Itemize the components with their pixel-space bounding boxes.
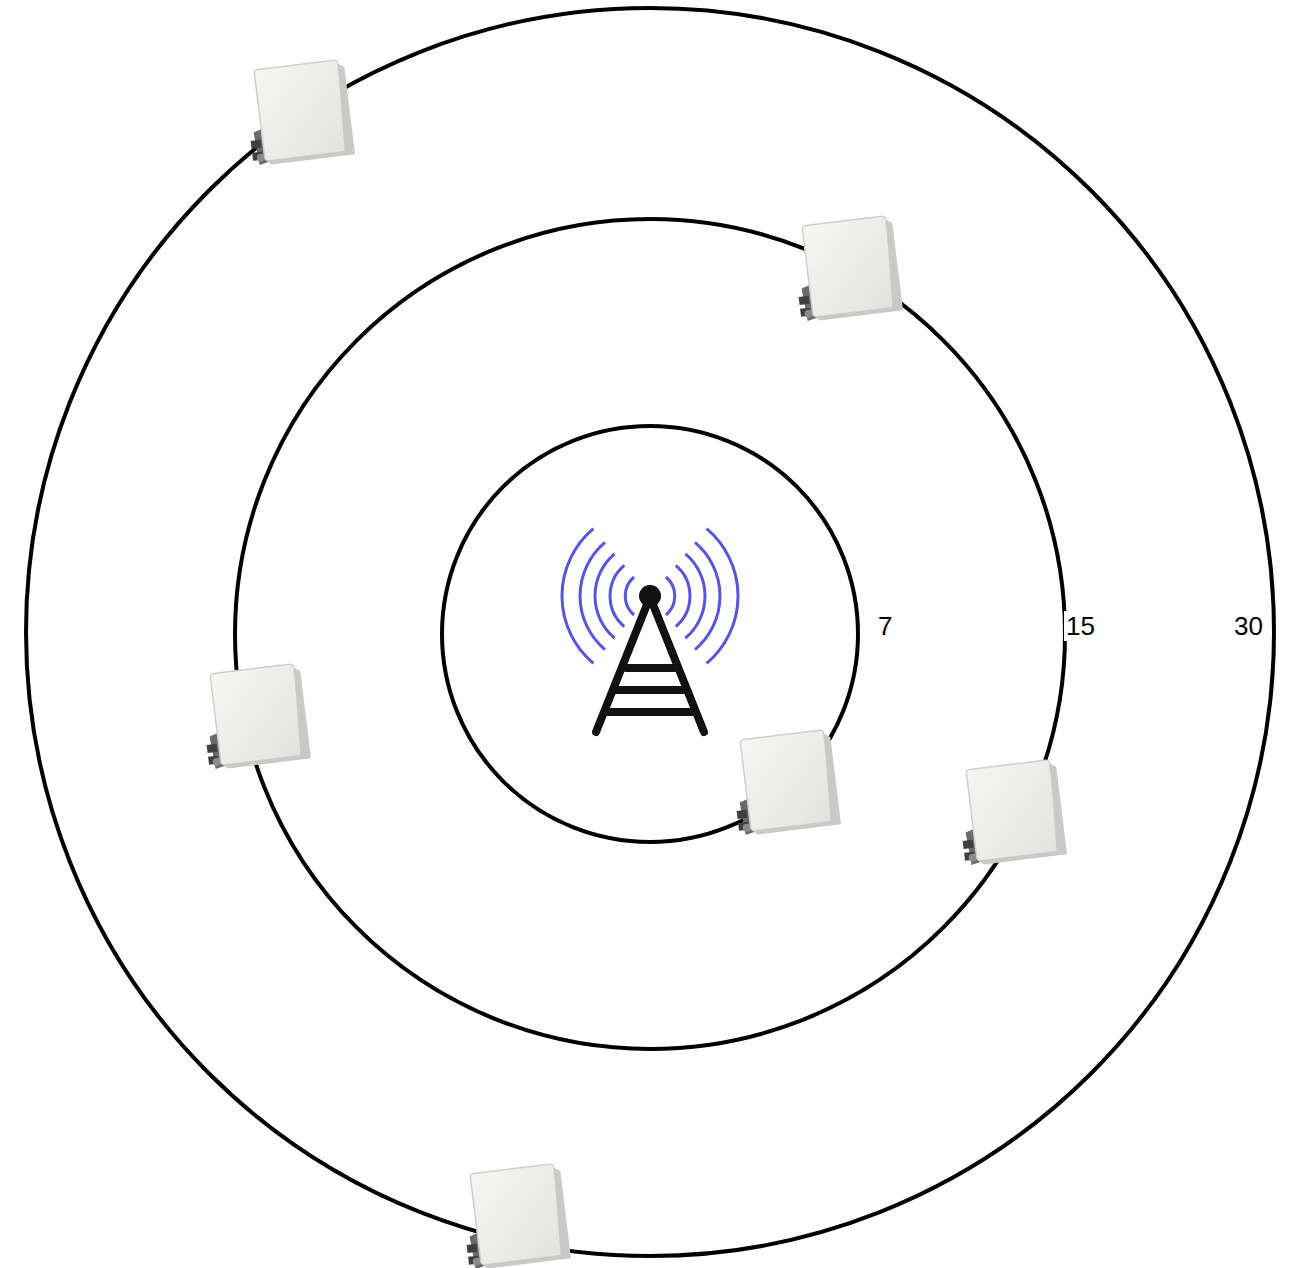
ring-radius-label: 30 xyxy=(1232,611,1265,641)
antenna-device xyxy=(458,1163,571,1268)
tower-symbol xyxy=(596,585,704,732)
ring-radius-label: 15 xyxy=(1064,611,1097,641)
middle-ring xyxy=(235,219,1065,1049)
radio-waves xyxy=(562,529,738,664)
antenna-device xyxy=(954,759,1067,867)
antenna-devices xyxy=(198,59,1067,1268)
ring-radius-label: 7 xyxy=(876,611,894,641)
antenna-device xyxy=(242,59,355,167)
antenna-device xyxy=(198,663,311,771)
outer-ring xyxy=(26,8,1274,1256)
antenna-device xyxy=(790,215,903,323)
inner-ring xyxy=(442,426,858,842)
antenna-device xyxy=(728,729,841,837)
